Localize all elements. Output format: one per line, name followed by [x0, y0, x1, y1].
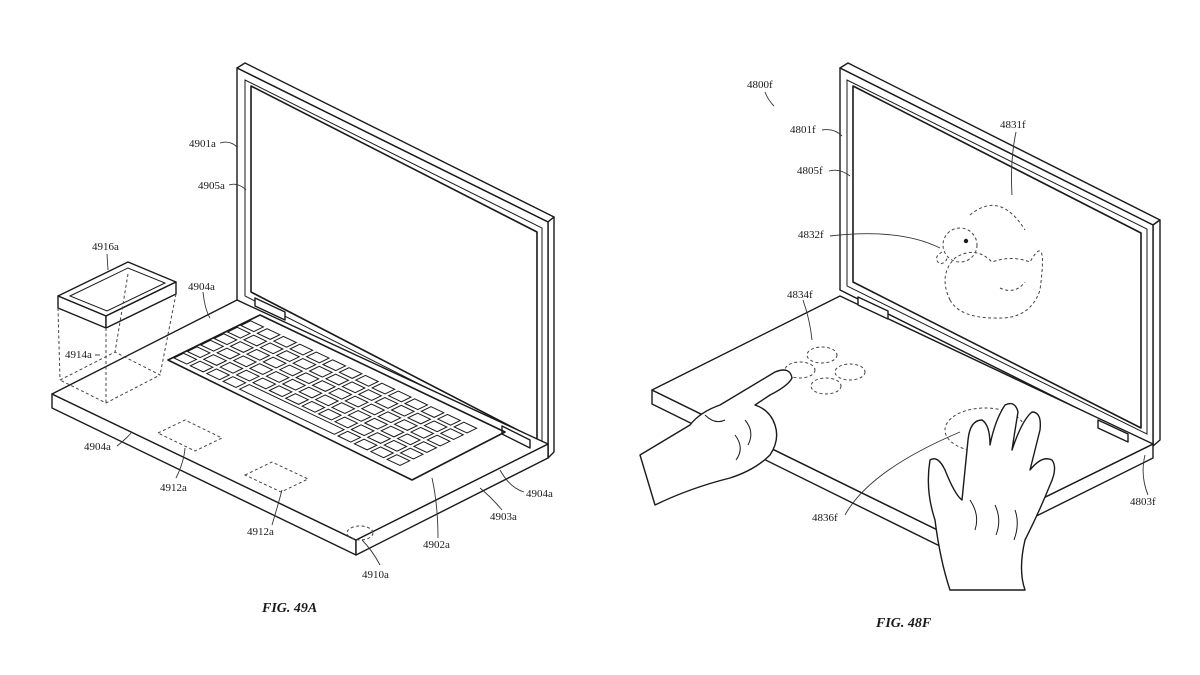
label-4912a-1: 4912a [160, 482, 187, 494]
label-4803f: 4803f [1130, 496, 1156, 508]
label-4910a: 4910a [362, 569, 389, 581]
label-4831f: 4831f [1000, 119, 1026, 131]
label-4901a: 4901a [189, 138, 216, 150]
label-4916a: 4916a [92, 241, 119, 253]
label-4832f: 4832f [798, 229, 824, 241]
label-4904a-right: 4904a [526, 488, 553, 500]
label-4905a: 4905a [198, 180, 225, 192]
label-4805f: 4805f [797, 165, 823, 177]
fig-48f-caption: FIG. 48F [875, 616, 932, 631]
label-4904a-left: 4904a [84, 441, 111, 453]
label-4903a: 4903a [490, 511, 517, 523]
fig-49a: 4901a 4905a 4916a 4904a 4914a 4904a 4912… [52, 63, 554, 616]
label-4904a-top: 4904a [188, 281, 215, 293]
label-4834f: 4834f [787, 289, 813, 301]
label-4912a-2: 4912a [247, 526, 274, 538]
label-4914a: 4914a [65, 349, 92, 361]
fig-48f: 4800f 4801f 4805f 4831f 4832f 4834f 4836… [640, 63, 1160, 631]
fig-49a-caption: FIG. 49A [261, 601, 317, 616]
label-4902a: 4902a [423, 539, 450, 551]
label-4800f: 4800f [747, 79, 773, 91]
label-4801f: 4801f [790, 124, 816, 136]
label-4836f: 4836f [812, 512, 838, 524]
